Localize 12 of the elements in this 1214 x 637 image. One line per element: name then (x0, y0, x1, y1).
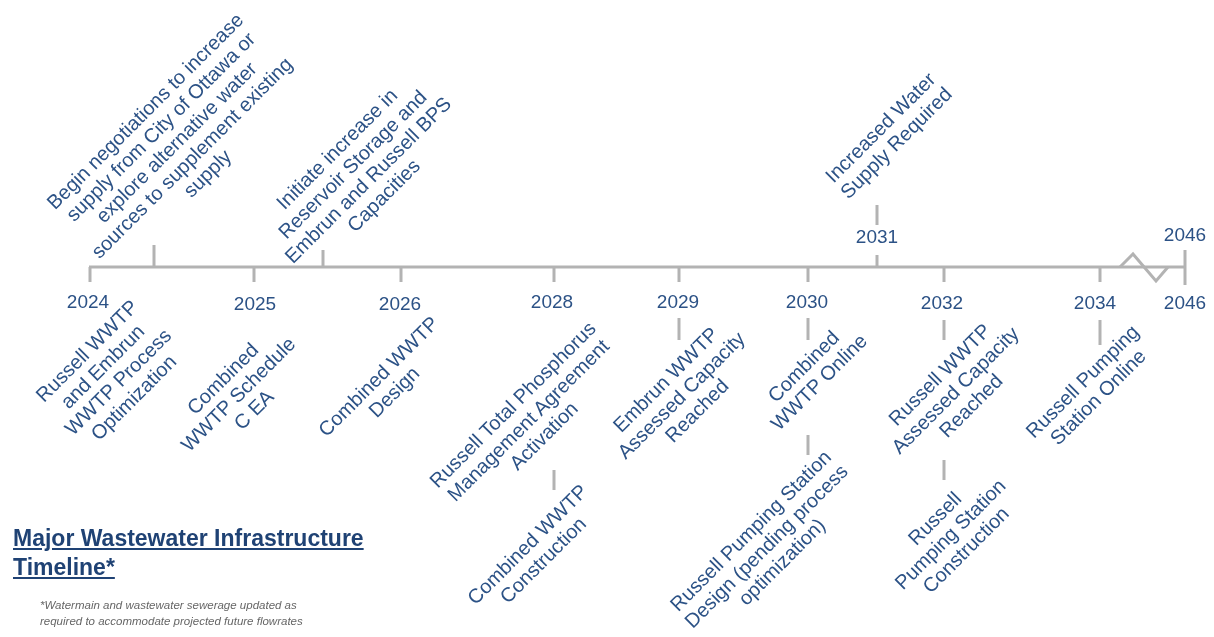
year-label: 2029 (656, 291, 700, 313)
year-label: 2028 (530, 291, 574, 313)
year-label: 2030 (785, 291, 829, 313)
year-label: 2046 (1163, 224, 1207, 246)
year-label: 2046 (1163, 292, 1207, 314)
footnote: *Watermain and wastewater sewerage updated as required to accommodate projected future flowrates (40, 598, 304, 629)
year-label: 2032 (920, 292, 964, 314)
year-label: 2026 (378, 293, 422, 315)
title: Major Wastewater Infrastructure Timeline* (13, 524, 365, 582)
year-label: 2034 (1073, 292, 1117, 314)
year-label: 2031 (855, 226, 899, 248)
year-label: 2025 (233, 293, 277, 315)
